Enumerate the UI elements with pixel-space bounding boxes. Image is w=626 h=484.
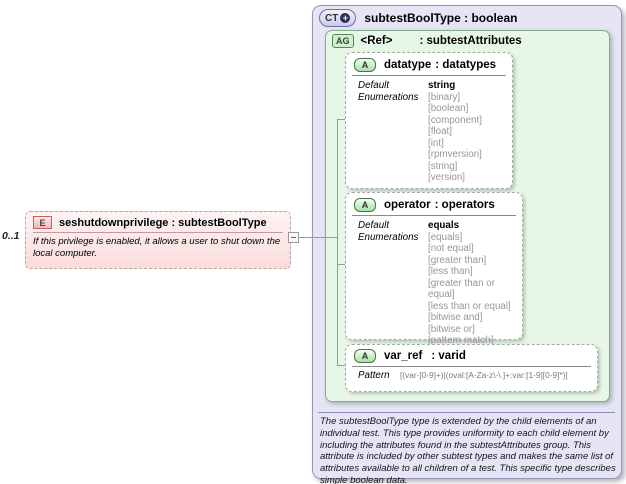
- connector-stub-varref: [337, 365, 346, 366]
- enumerations-label: Enumerations: [358, 91, 419, 103]
- attribute-badge: A: [354, 349, 376, 363]
- facet-labels: Default Enumerations: [358, 80, 428, 184]
- attribute-name: datatype: [384, 59, 432, 71]
- enumeration-list: [equals][not equal][greater than][less t…: [428, 232, 518, 347]
- pattern-value: [(var-[0-9]+)|(oval:[A-Za-z\-\.]+:var:[1…: [400, 370, 568, 380]
- element-header: E seshutdownprivilege : subtestBoolType: [26, 212, 290, 231]
- default-value: string: [428, 80, 456, 91]
- pattern-facet: Pattern [(var-[0-9]+)|(oval:[A-Za-z\-\.]…: [346, 367, 597, 384]
- attribute-name: operator: [384, 199, 431, 211]
- attribute-title: datatype: datatypes: [384, 59, 496, 71]
- separator: [352, 75, 506, 76]
- enumeration-value: [pattern match]: [428, 335, 494, 346]
- enumeration-value: [int]: [428, 137, 444, 149]
- documentation-text: The subtestBoolType type is extended by …: [320, 416, 616, 484]
- element-box: E seshutdownprivilege : subtestBoolType …: [25, 211, 291, 269]
- default-label: Default: [358, 80, 390, 91]
- default-label: Default: [358, 220, 390, 231]
- attribute-group-ref: <Ref>: [360, 35, 393, 47]
- attribute-header: A var_ref : varid: [346, 345, 597, 366]
- enumeration-value: [float]: [428, 126, 452, 137]
- complex-type-badge-label: CT: [325, 12, 339, 24]
- default-value: equals: [428, 220, 460, 231]
- attribute-group-badge: AG: [332, 34, 354, 48]
- enumeration-value: [bitwise and]: [428, 312, 483, 323]
- attribute-badge: A: [354, 58, 376, 72]
- separator: [352, 366, 591, 367]
- enumeration-value: [equals]: [428, 231, 463, 243]
- separator: [352, 215, 516, 216]
- separator: [33, 232, 283, 233]
- cardinality-label: 0..1: [2, 230, 20, 242]
- enumeration-value: [boolean]: [428, 103, 469, 114]
- attribute-facets: Default Enumerations string [binary][boo…: [346, 76, 512, 188]
- attribute-box-varref: A var_ref : varid Pattern [(var-[0-9]+)|(…: [345, 344, 598, 392]
- enumerations-label: Enumerations: [358, 231, 419, 243]
- attribute-title: var_ref : varid: [384, 350, 466, 362]
- enumeration-value: [greater than or equal]: [428, 277, 495, 301]
- attribute-header: A operator: operators: [346, 193, 522, 215]
- attribute-header: A datatype: datatypes: [346, 53, 512, 75]
- attribute-group-type: : subtestAttributes: [419, 35, 522, 47]
- enumeration-value: [bitwise or]: [428, 323, 475, 335]
- attribute-box-datatype: A datatype: datatypes Default Enumeratio…: [345, 52, 513, 189]
- enumeration-value: [not equal]: [428, 243, 474, 254]
- enumeration-value: [less than]: [428, 266, 473, 277]
- connector-into-group: [312, 237, 338, 238]
- facet-labels: Default Enumerations: [358, 220, 428, 347]
- attribute-badge: A: [354, 198, 376, 212]
- attribute-type: : datatypes: [435, 59, 497, 71]
- enumeration-value: [version]: [428, 172, 466, 183]
- attribute-type: : varid: [431, 350, 466, 362]
- facet-values: string [binary][boolean][component][floa…: [428, 80, 482, 184]
- enumeration-value: [greater than]: [428, 254, 487, 266]
- attribute-type: : operators: [434, 199, 495, 211]
- element-badge: E: [33, 216, 52, 229]
- connector-element-to-type: [289, 237, 312, 238]
- element-description: If this privilege is enabled, it allows …: [33, 236, 281, 259]
- facet-values: equals [equals][not equal][greater than]…: [428, 220, 518, 347]
- connector-stub-operator: [337, 264, 346, 265]
- connector-spine: [337, 119, 338, 366]
- expand-plus-icon[interactable]: +: [340, 13, 351, 23]
- enumeration-value: [string]: [428, 160, 458, 172]
- attribute-box-operator: A operator: operators Default Enumeratio…: [345, 192, 523, 346]
- enumeration-value: [binary]: [428, 91, 461, 103]
- attribute-facets: Default Enumerations equals [equals][not…: [346, 216, 522, 351]
- complex-type-header: CT + subtestBoolType : boolean: [319, 9, 517, 27]
- pattern-label: Pattern: [358, 370, 390, 381]
- element-title: seshutdownprivilege : subtestBoolType: [59, 216, 267, 229]
- attribute-name: var_ref: [384, 350, 423, 362]
- complex-type-title: subtestBoolType : boolean: [364, 11, 518, 25]
- attribute-group-header: AG <Ref> : subtestAttributes: [332, 34, 522, 48]
- enumeration-value: [component]: [428, 114, 482, 126]
- enumeration-list: [binary][boolean][component][float][int]…: [428, 92, 482, 184]
- enumeration-value: [less than or equal]: [428, 300, 511, 312]
- connector-stub-datatype: [337, 119, 346, 120]
- collapse-dash-icon: [291, 237, 296, 238]
- complex-type-badge: CT +: [319, 9, 357, 27]
- attribute-title: operator: operators: [384, 199, 495, 211]
- enumeration-value: [rpmversion]: [428, 149, 482, 160]
- collapse-handle[interactable]: [288, 232, 299, 243]
- documentation-separator: [318, 412, 615, 413]
